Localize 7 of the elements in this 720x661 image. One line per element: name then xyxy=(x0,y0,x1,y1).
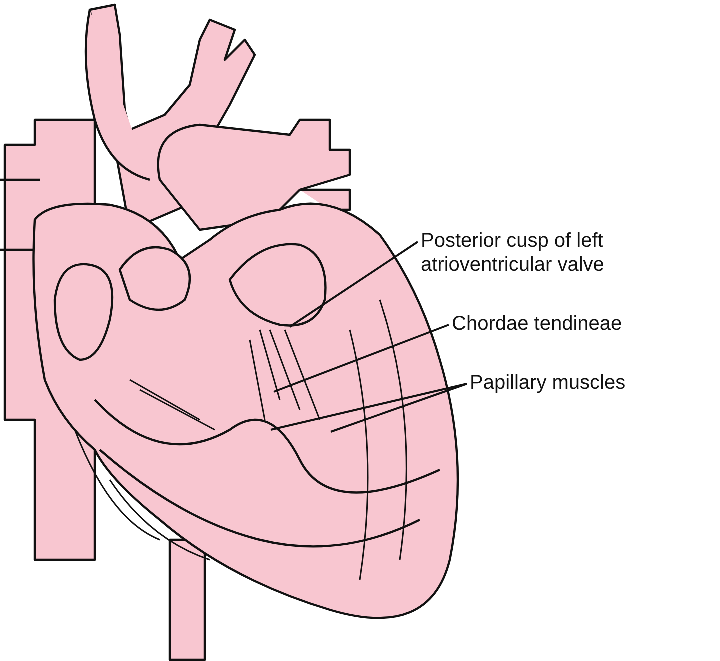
part-label: Posterior cusp of left atrioventricular valve xyxy=(421,229,711,277)
leader-line xyxy=(270,383,468,431)
leader-line xyxy=(289,241,419,328)
part-label: Chordae tendineae xyxy=(452,312,702,336)
part-label: Papillary muscles xyxy=(470,371,720,395)
leader-line xyxy=(274,324,450,393)
leader-line xyxy=(330,383,468,433)
